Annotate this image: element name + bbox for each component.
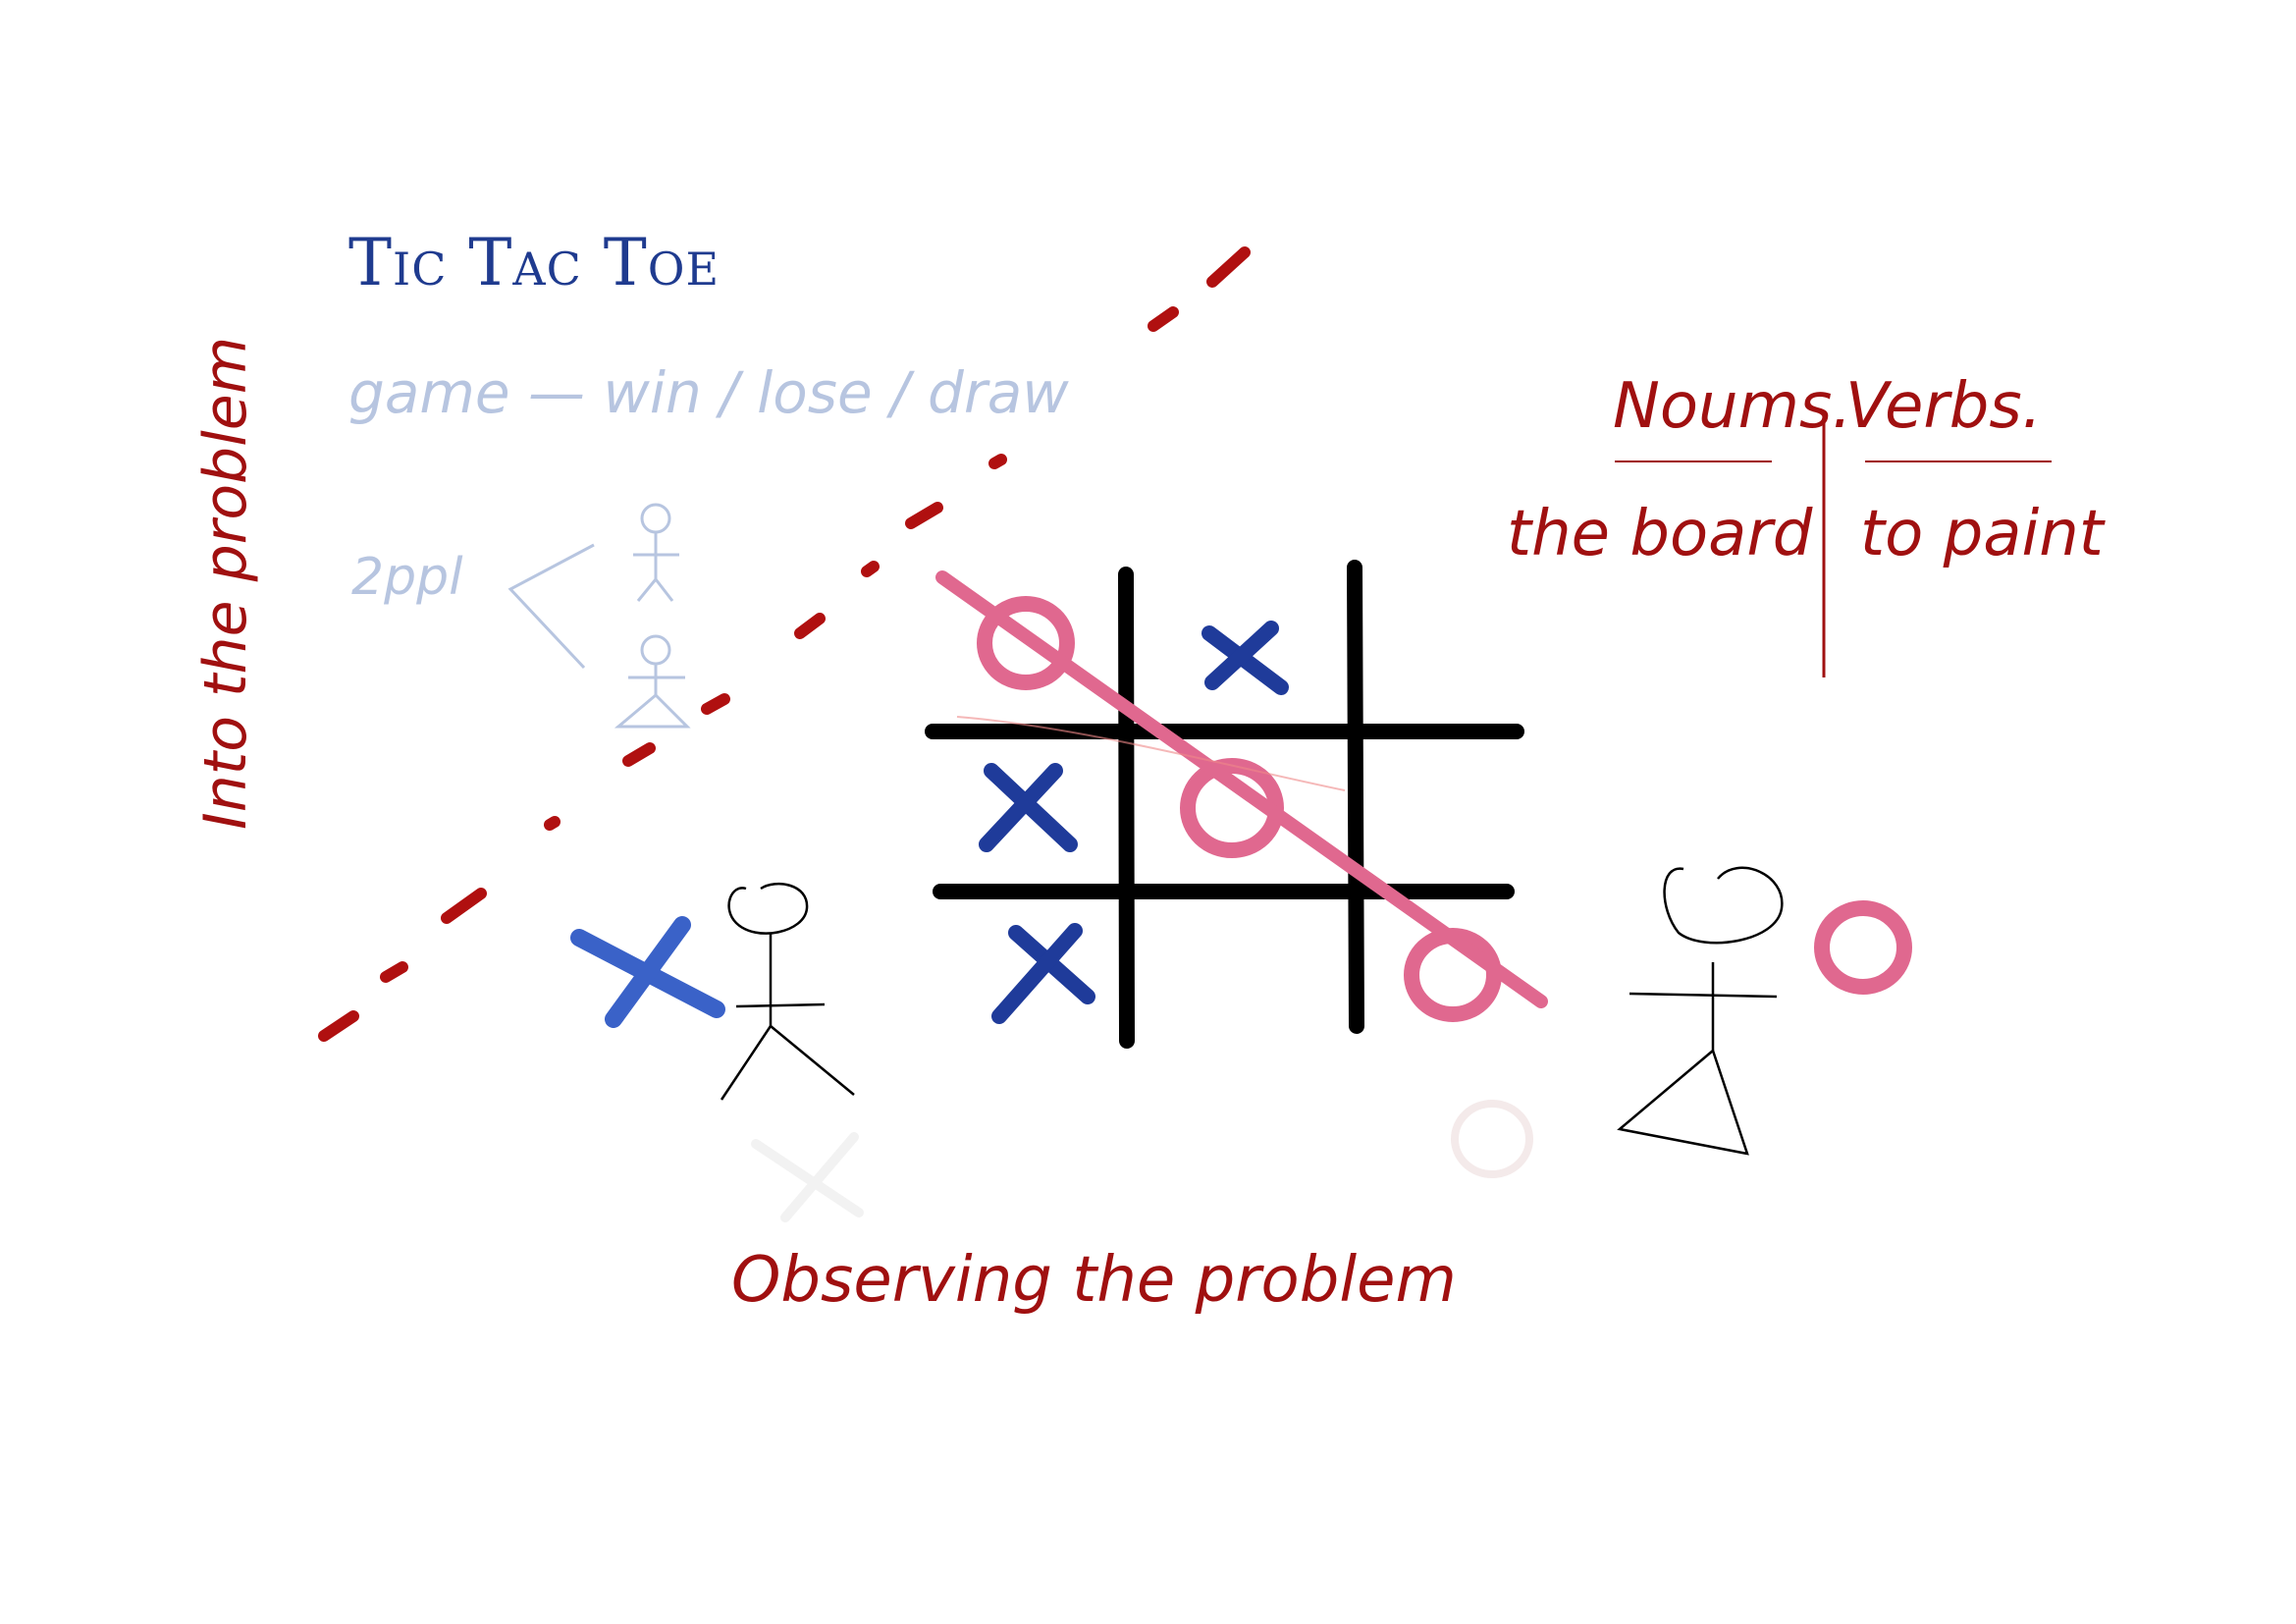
page-title: Tic Tac Toe: [348, 225, 720, 300]
o-mark-top-left: [977, 596, 1075, 690]
x-player-stick-figure: [720, 882, 855, 1101]
faint-two-players-sketch: [507, 503, 691, 729]
grid-vertical-right: [1347, 560, 1364, 1034]
grid-vertical-left: [1118, 567, 1135, 1049]
dashed-boundary-line: [318, 246, 1251, 1042]
observing-the-problem-label: Observing the problem: [731, 1244, 1457, 1317]
verb-to-paint: to paint: [1860, 498, 2107, 570]
faint-red-stroke: [956, 716, 1346, 791]
x-mark-top-middle: [1201, 621, 1289, 695]
o-player-stick-figure: [1617, 866, 1784, 1156]
faint-o-ghost: [1451, 1100, 1533, 1178]
x-mark-middle-left: [979, 763, 1078, 852]
faint-x-ghost: [751, 1132, 864, 1222]
faint-note-game: game — win / lose / draw: [348, 359, 1069, 426]
verbs-header: Verbs.: [1845, 370, 2042, 443]
winning-line: [935, 570, 1548, 1008]
o-mark-bottom-right: [1404, 928, 1502, 1022]
faint-note-2ppl: 2ppl: [351, 548, 463, 607]
x-mark-bottom-left: [991, 923, 1095, 1024]
nouns-header: Noums.: [1613, 370, 1852, 443]
tic-tac-toe-board: [925, 560, 1524, 1049]
nouns-verbs-table: Noums. Verbs. the board to paint: [1507, 370, 2107, 677]
into-the-problem-label: Into the problem: [191, 337, 260, 830]
noun-the-board: the board: [1507, 498, 1813, 570]
o-player-symbol: [1814, 900, 1912, 995]
x-player-symbol: [570, 916, 725, 1028]
